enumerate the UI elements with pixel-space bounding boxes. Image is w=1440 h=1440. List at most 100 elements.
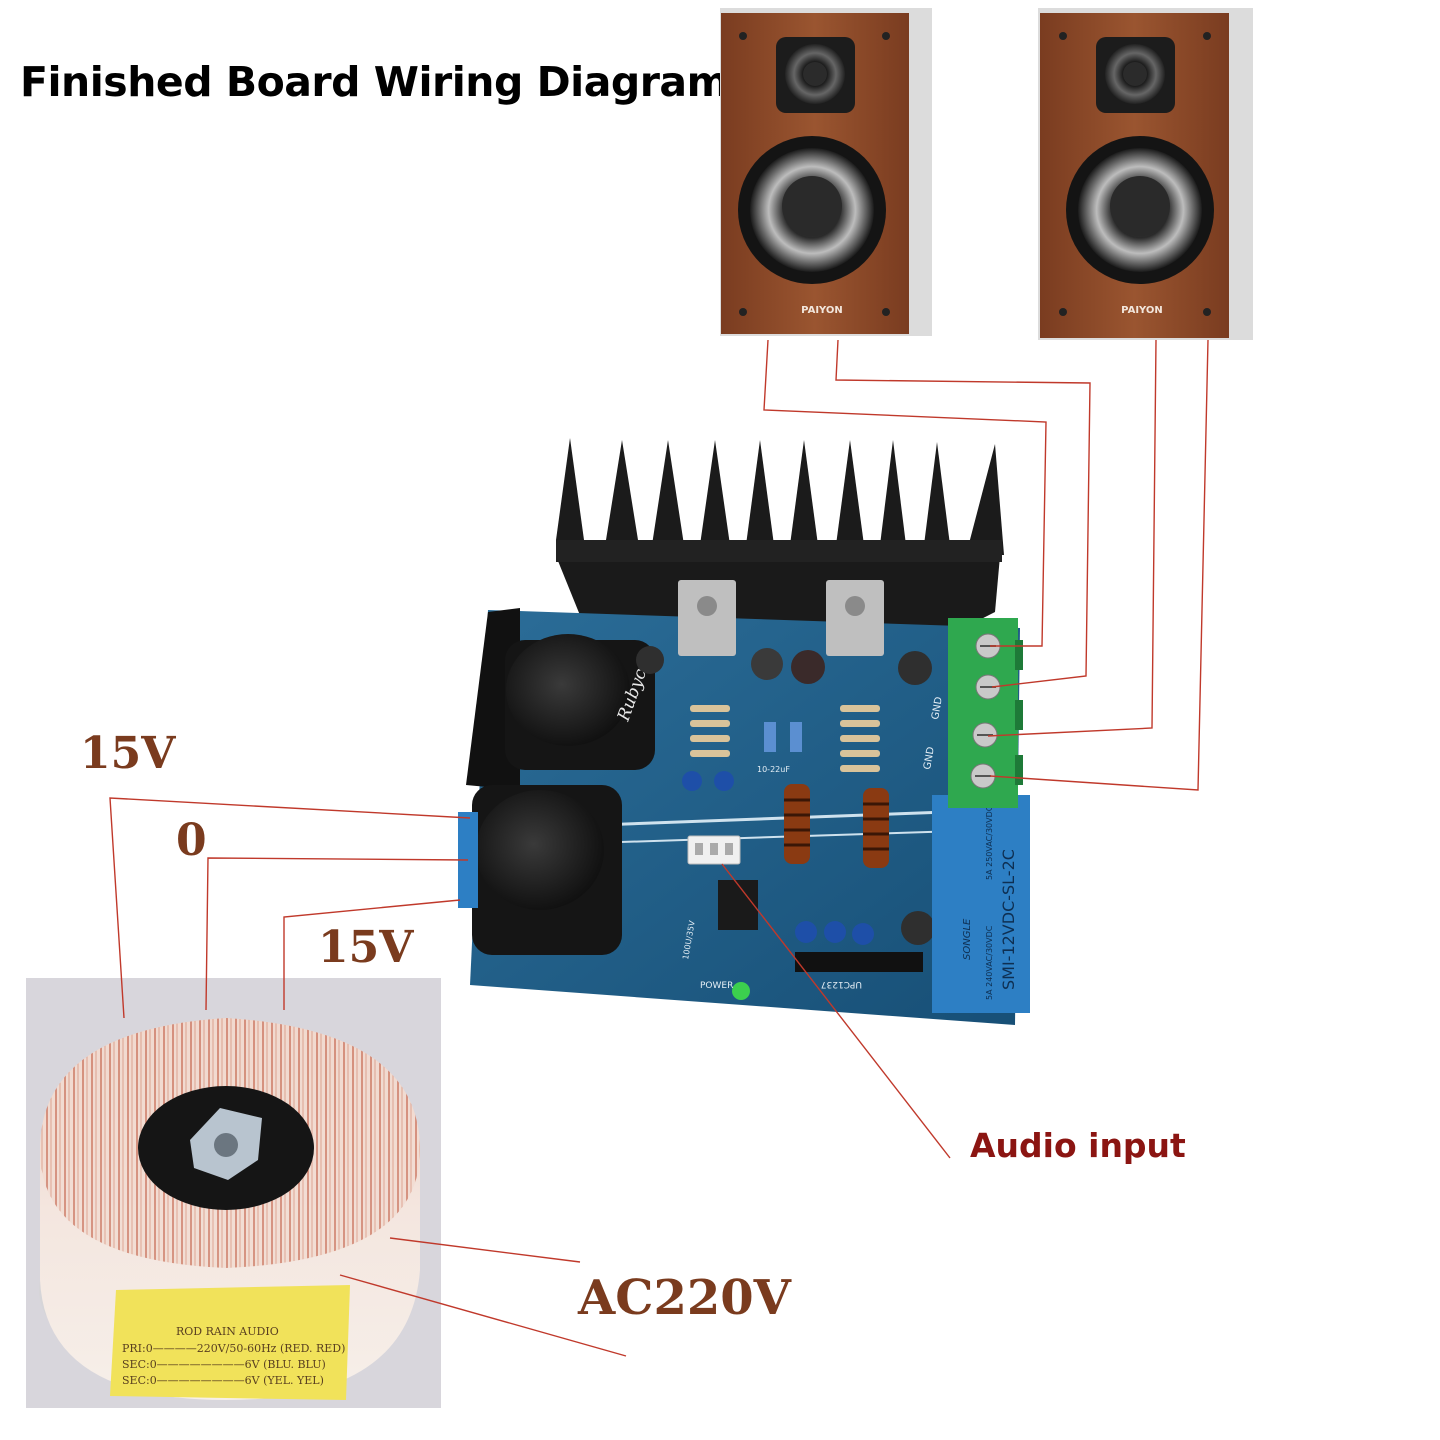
woofer-dustcap [782,176,842,236]
screw-icon [1203,308,1211,316]
label-15v-top: 15V [80,728,176,779]
amplifier-board: Rubycon 10-2 [458,438,1030,1025]
speaker-right: PAIYON [1038,8,1253,340]
heatsink-fin [652,440,684,545]
chip-label: UPC1237 [821,979,862,989]
relay-model: SMI-12VDC-SL-2C [999,849,1018,990]
screw-icon [739,308,747,316]
transformer-sec1: SEC:0————————6V (BLU. BLU) [122,1358,326,1371]
filter-capacitor-bottom [472,785,622,955]
transistor-left [678,580,736,656]
gnd-label-1: GND [922,746,937,771]
heatsink-fin [880,440,906,545]
capacitor-small [795,921,817,943]
resistor [690,750,730,757]
filter-capacitor-top: Rubycon [505,634,658,770]
heatsink-top [556,540,1002,562]
inductor-coil [863,788,889,868]
heatsink-fin [700,440,730,545]
capacitor-small [852,923,874,945]
voltage-regulator [718,880,758,930]
transformer-label: ROD RAIN AUDIO PRI:0————220V/50-60Hz (RE… [110,1285,350,1400]
mounting-bolt-icon [214,1133,238,1157]
wire-0v [205,857,469,1011]
speaker-terminal-block [948,618,1023,808]
wire-ac-2 [339,1274,627,1357]
protection-chip [795,952,923,972]
resistor [840,750,880,757]
heatsink-fin [790,440,818,545]
transformer-brand: ROD RAIN AUDIO [176,1325,279,1338]
wire-speaker-left-pos [763,339,1047,647]
heatsink-fin [836,440,864,545]
wire-15v-bottom [283,899,461,1010]
film-capacitor [790,722,802,752]
tweeter-dome [1123,62,1147,86]
toroidal-transformer: ROD RAIN AUDIO PRI:0————220V/50-60Hz (RE… [26,978,441,1408]
capacitor-small [901,911,935,945]
terminal-tab [1015,640,1023,670]
transformer-pri: PRI:0————220V/50-60Hz (RED. RED) [122,1342,345,1355]
resistor [840,720,880,727]
label-audio-input: Audio input [970,1126,1186,1165]
relay-rating-1: 5A 250VAC/30VDC [985,805,994,880]
connector-pin [710,843,718,855]
wire-speaker-left-neg [835,339,1091,688]
heatsink-fin [746,440,774,545]
capacitor-small [636,646,664,674]
wire-15v-top [109,797,471,1019]
screw-icon [882,32,890,40]
wires [109,339,1209,1357]
relay-rating-2: 5A 240VAC/30VDC [985,925,994,1000]
transistor-screw-icon [845,596,865,616]
relay-brand: SONGLE [962,918,973,960]
resistor [840,705,880,712]
cap-value-label: 10-22uF [757,765,790,774]
resistor-group-left [690,705,730,757]
capacitor-small [824,921,846,943]
power-led [732,982,750,1000]
film-capacitor [764,722,776,752]
wire-speaker-right-neg [989,339,1209,791]
label-sticker [110,1285,350,1400]
connector-pin [725,843,733,855]
transformer-sec2: SEC:0————————6V (YEL. YEL) [122,1374,324,1387]
relay: SMI-12VDC-SL-2C SONGLE 5A 250VAC/30VDC 5… [932,795,1030,1013]
resistor [690,705,730,712]
speaker-left-brand: PAIYON [801,305,843,316]
capacitor-top [506,634,630,746]
woofer-dustcap [1110,176,1170,236]
terminal-tab [1015,700,1023,730]
relay-body [932,795,1030,1013]
screw-icon [739,32,747,40]
heatsink [556,438,1004,640]
inductor-coil [784,784,810,864]
screw-icon [1203,32,1211,40]
label-0v: 0 [176,815,207,866]
speaker-left: PAIYON [720,8,932,336]
resistor [690,735,730,742]
transistor-screw-icon [697,596,717,616]
heatsink-fin [966,444,1004,555]
capacitor-small [751,648,783,680]
capacitor-top [476,790,604,910]
heatsink-fin [606,440,638,540]
terminal-tab [1015,755,1023,785]
capacitor-small [682,771,702,791]
capacitor-small [791,650,825,684]
capacitor-small [898,651,932,685]
resistor-group-right [840,705,880,772]
resistor [840,765,880,772]
power-label: POWER [700,981,733,991]
inductor-left [784,784,810,864]
screw-icon [882,308,890,316]
screw-icon [1059,32,1067,40]
resistor [840,735,880,742]
inductor-right [863,788,889,868]
wire-ac-1 [389,1237,581,1263]
gnd-label-2: GND [930,696,945,721]
tweeter-dome [803,62,827,86]
label-15v-bottom: 15V [318,922,414,973]
transistor-right [826,580,884,656]
